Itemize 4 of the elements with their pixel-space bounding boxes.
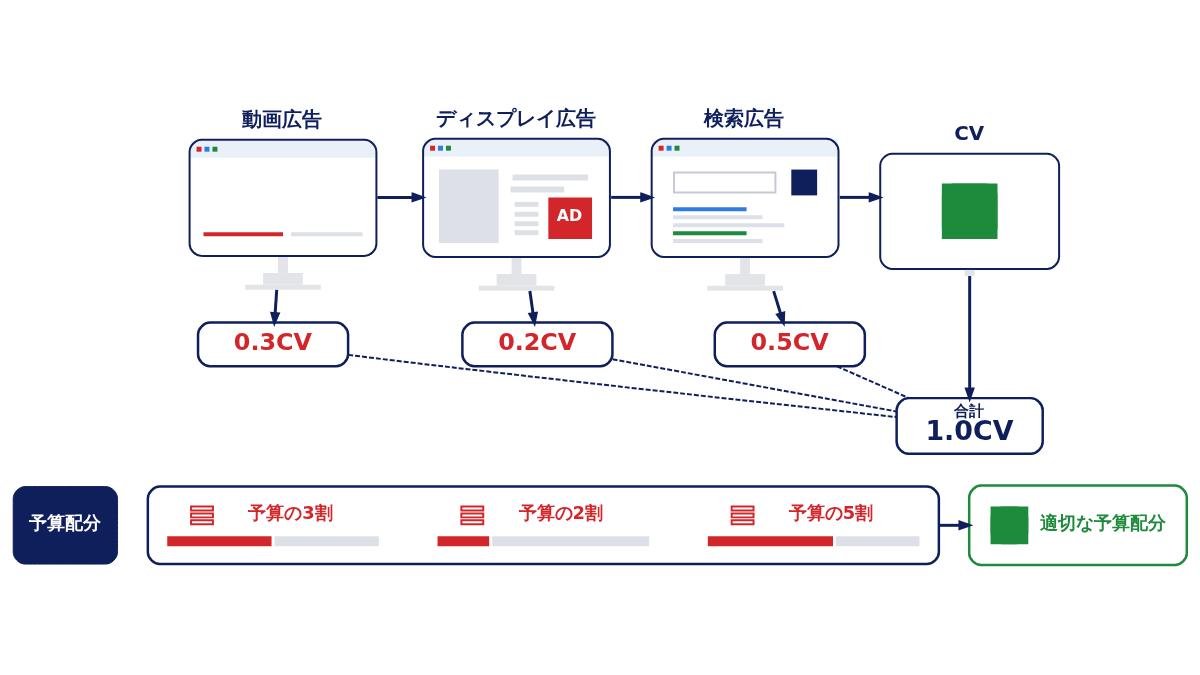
- node-label: 動画広告: [242, 107, 323, 131]
- node-label: CV: [954, 121, 985, 145]
- node-label: ディスプレイ広告: [435, 106, 596, 130]
- node-label: 検索広告: [704, 106, 785, 130]
